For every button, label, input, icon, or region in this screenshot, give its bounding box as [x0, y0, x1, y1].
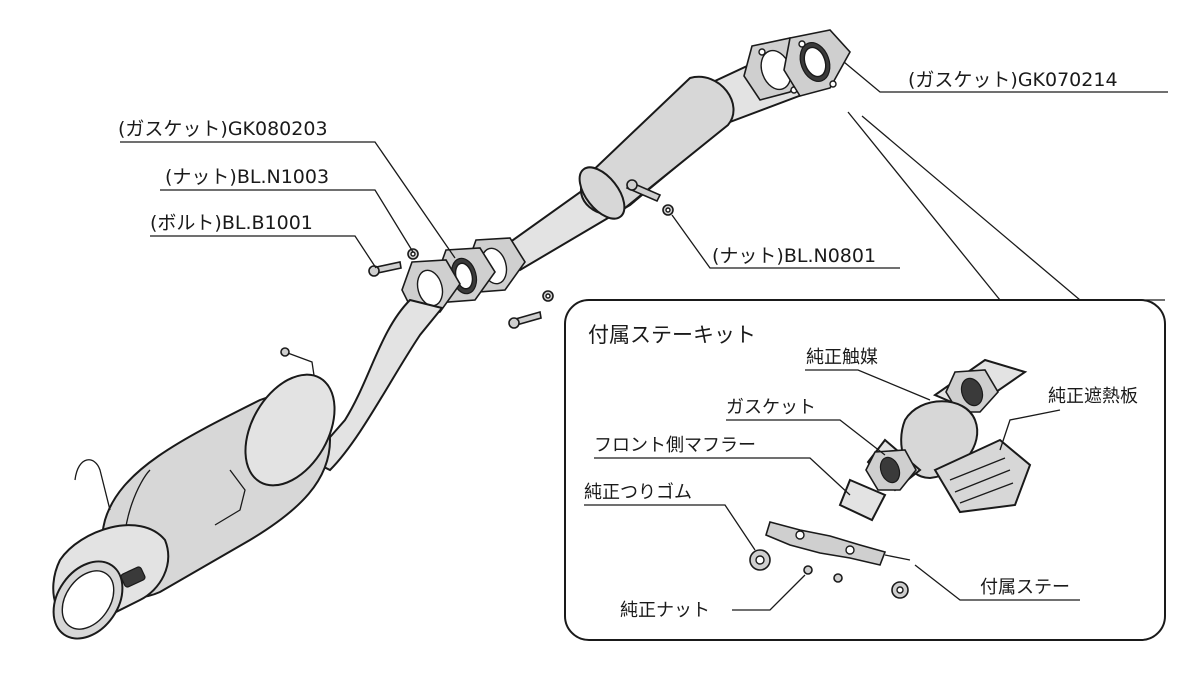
- label-bolt-b1001: (ボルト)BL.B1001: [150, 212, 313, 234]
- rear-flange: [401, 259, 461, 315]
- stay-part: [765, 521, 911, 566]
- heat-shield-part: [933, 438, 1032, 514]
- exhaust-assembly: [52, 29, 851, 640]
- muffler-tail-tip: [52, 524, 170, 640]
- nut-part-a: [803, 565, 813, 575]
- front-muffler-body: [579, 75, 735, 216]
- label-stay: 付属ステー: [980, 577, 1070, 598]
- bolt-n0801-area: [625, 179, 674, 216]
- label-catalyst: 純正触媒: [806, 347, 878, 368]
- kit-title: 付属ステーキット: [588, 323, 756, 347]
- nut-part-b: [833, 573, 843, 583]
- stay-kit-box: 付属ステーキット: [564, 299, 1166, 641]
- label-rubber-hanger: 純正つりゴム: [584, 482, 692, 503]
- label-nut-n1003: (ナット)BL.N1003: [165, 166, 329, 188]
- label-heat-shield: 純正遮熱板: [1048, 386, 1138, 407]
- label-gasket-gk080203: (ガスケット)GK080203: [118, 118, 328, 140]
- label-nut: 純正ナット: [620, 600, 710, 621]
- gasket-gk070214-part: [783, 29, 851, 97]
- label-nut-n0801: (ナット)BL.N0801: [712, 245, 876, 267]
- front-muffler-end: [578, 166, 626, 220]
- label-front-muffler: フロント側マフラー: [594, 435, 756, 456]
- tail-pipe: [308, 298, 444, 472]
- label-gasket: ガスケット: [726, 397, 816, 418]
- label-gasket-gk070214: (ガスケット)GK070214: [908, 69, 1118, 91]
- mid-bolts: [368, 248, 554, 329]
